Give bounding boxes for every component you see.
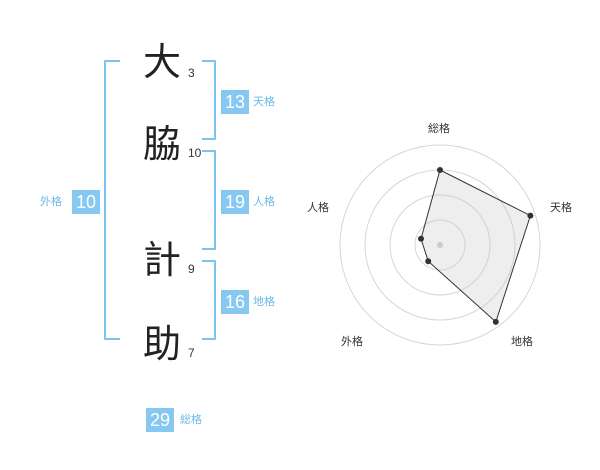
soukaku-label: 総格 [180, 413, 202, 426]
radar-axis-label-tenkaku: 天格 [550, 201, 572, 214]
radar-series-polygon [420, 169, 532, 323]
radar-ring [414, 219, 466, 271]
stroke-count-1: 3 [188, 66, 195, 80]
radar-center-dot [437, 242, 443, 248]
stroke-count-4: 7 [188, 346, 195, 360]
radar-point-2 [492, 318, 499, 325]
radar-point-0 [437, 167, 443, 173]
jinkaku-bracket [202, 150, 216, 250]
name-char-4: 助 [142, 322, 181, 366]
tenkaku-bracket [202, 60, 216, 140]
name-char-1: 大 [142, 40, 181, 84]
radar-point-3 [425, 258, 432, 265]
chikaku-value: 16 [221, 290, 249, 314]
radar-axis-label-gaikaku: 外格 [341, 335, 363, 348]
radar-axis-label-chikaku: 地格 [511, 335, 533, 348]
name-char-3: 計 [142, 238, 181, 282]
radar-ring [389, 194, 491, 296]
radar-axis-label-soukaku: 総格 [428, 122, 450, 135]
stroke-count-3: 9 [188, 262, 195, 276]
jinkaku-label: 人格 [253, 195, 275, 208]
jinkaku-value: 19 [221, 190, 249, 214]
name-char-2: 脇 [142, 122, 181, 166]
soukaku-value: 29 [146, 408, 174, 432]
gaikaku-bracket [104, 60, 120, 340]
chikaku-bracket [202, 260, 216, 340]
tenkaku-value: 13 [221, 90, 249, 114]
radar-axis-label-jinkaku: 人格 [307, 201, 329, 214]
radar-point-1 [527, 212, 534, 219]
radar-ring [339, 144, 541, 346]
gaikaku-value: 10 [72, 190, 100, 214]
chikaku-label: 地格 [253, 295, 275, 308]
gaikaku-label: 外格 [40, 195, 62, 208]
radar-point-4 [418, 235, 424, 242]
tenkaku-label: 天格 [253, 95, 275, 108]
radar-chart [339, 144, 541, 346]
stroke-count-2: 10 [188, 146, 202, 160]
